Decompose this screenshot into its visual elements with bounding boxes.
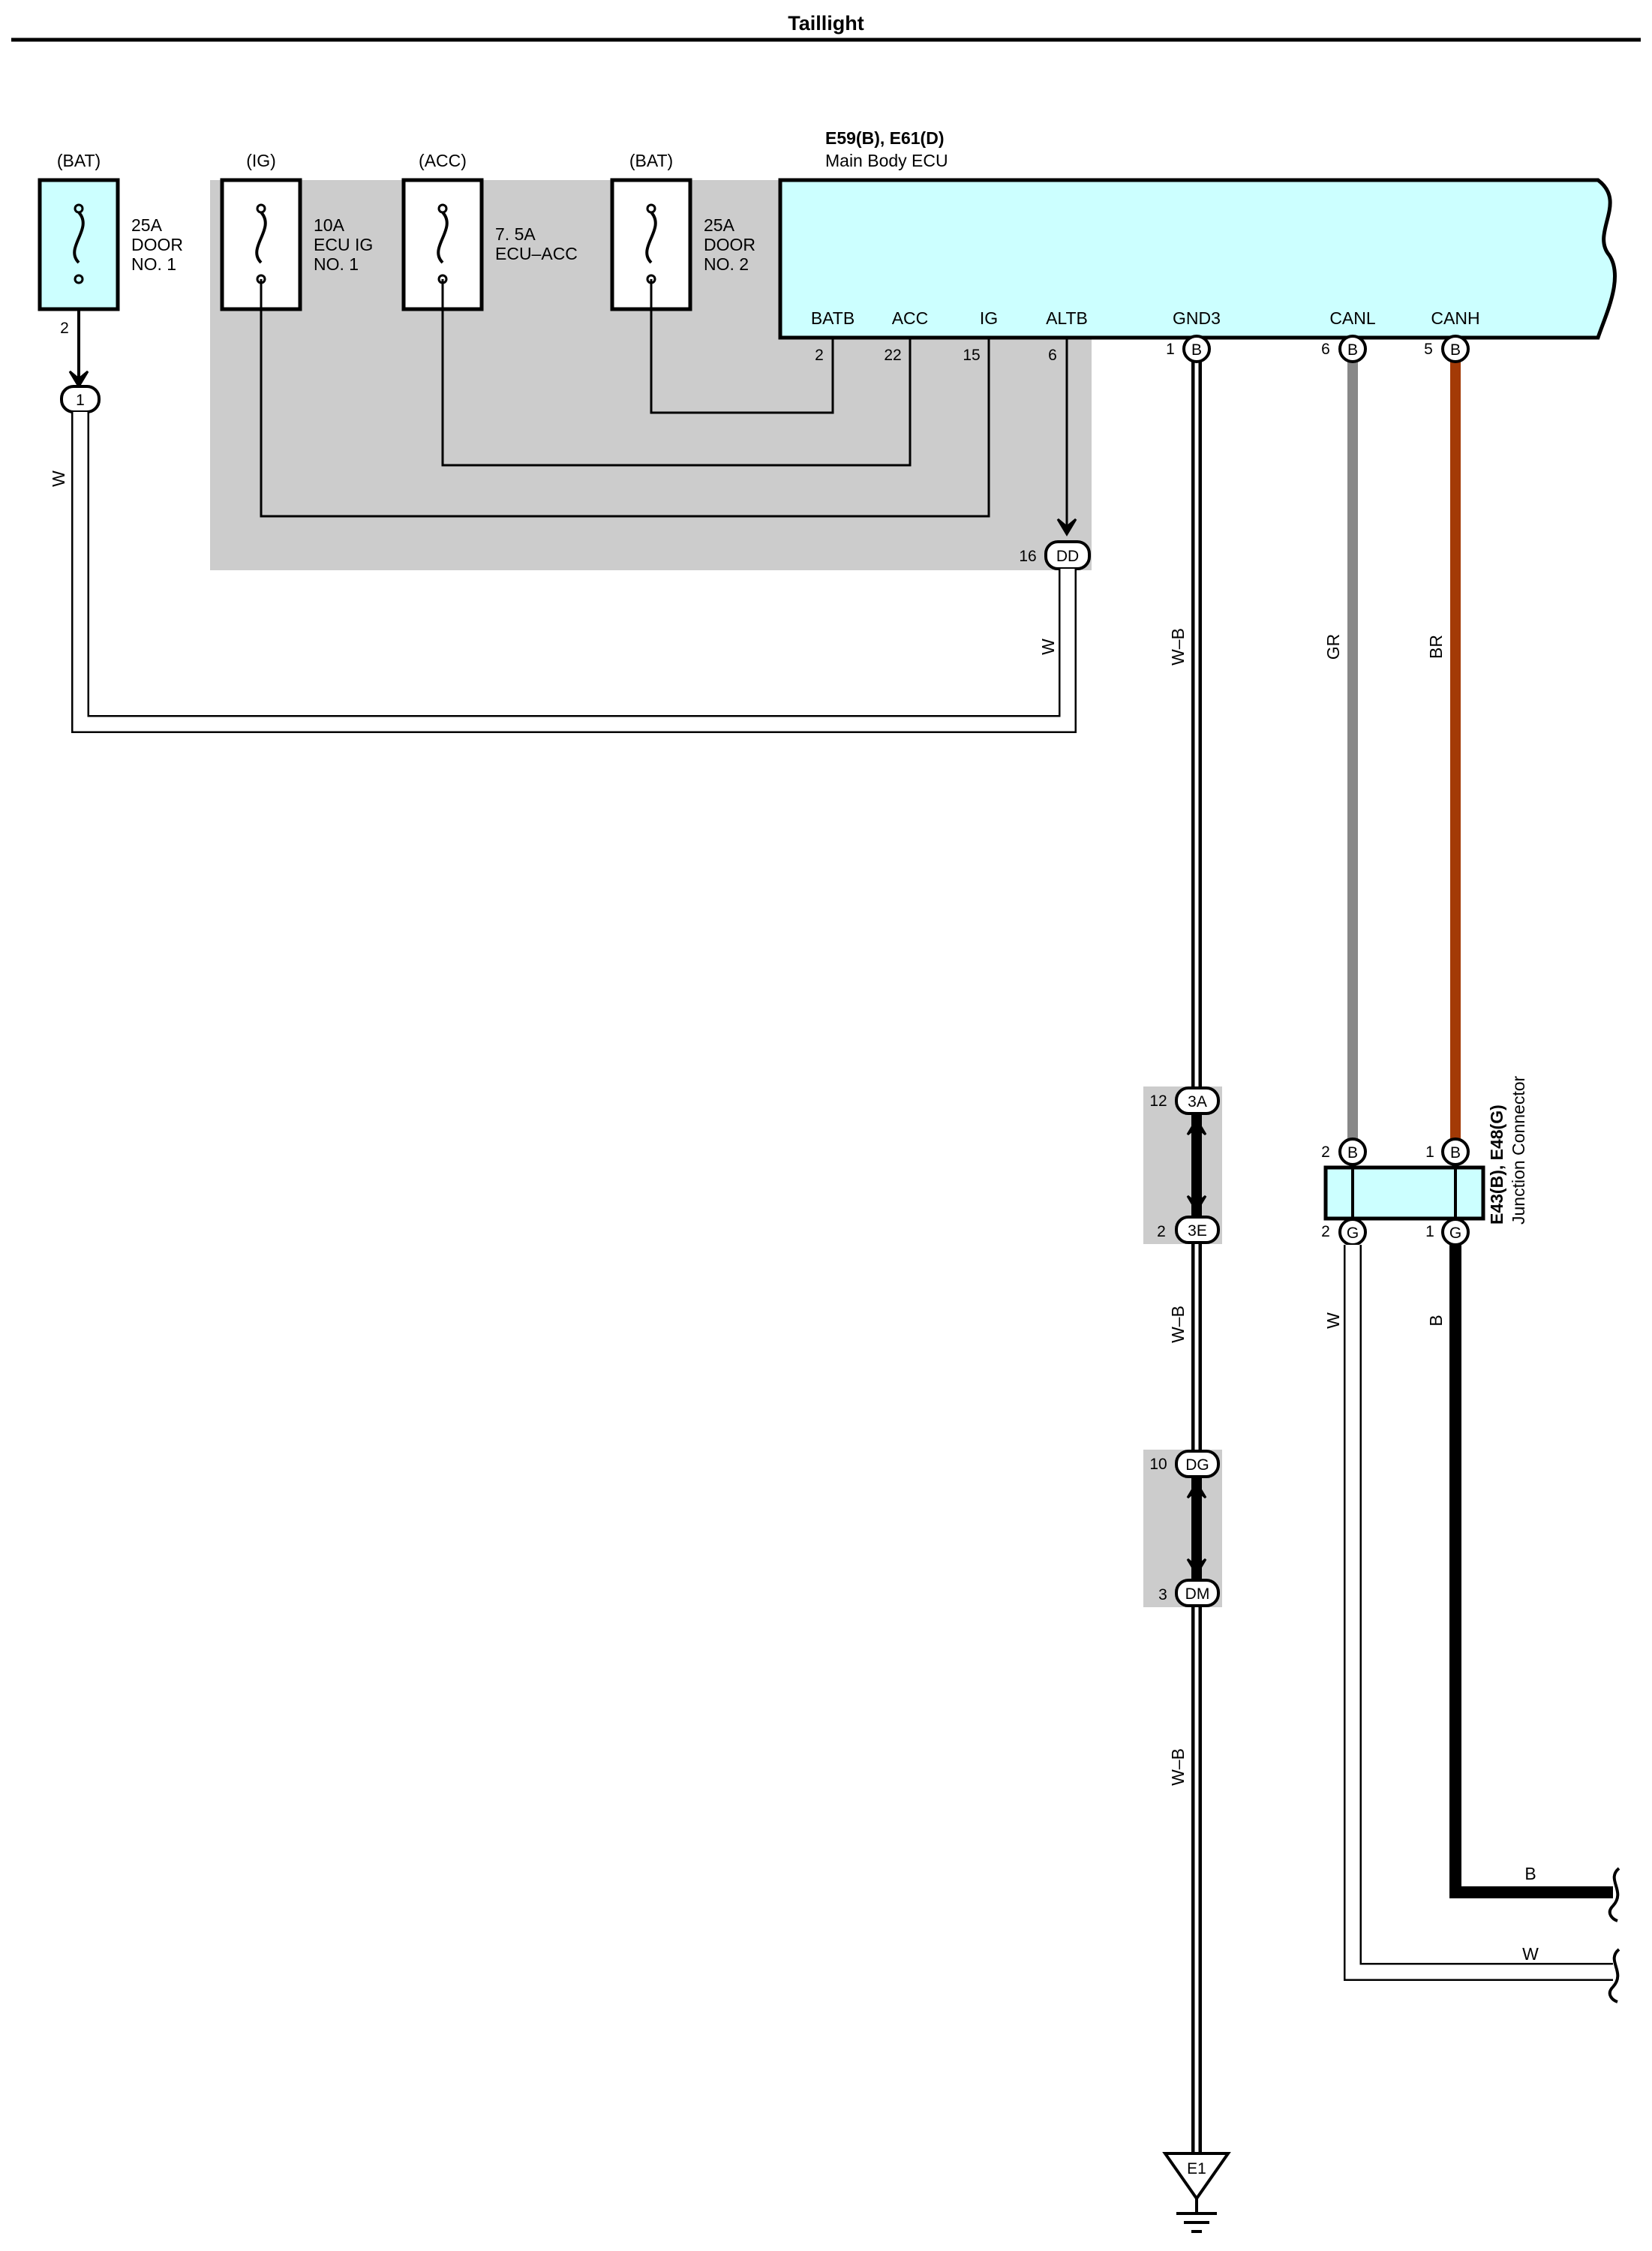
junction-pin-bot-left: 2 xyxy=(1321,1223,1330,1240)
svg-text:B: B xyxy=(1191,341,1202,359)
wire-label-wb1: W–B xyxy=(1168,628,1188,666)
connector-3a: 12 3A xyxy=(1149,1086,1220,1115)
fuse-name-2: NO. 1 xyxy=(131,254,176,274)
connector-pin: 16 xyxy=(1019,548,1036,565)
connector-pin: 12 xyxy=(1149,1092,1167,1110)
ecu-terminal-canl: CANL xyxy=(1329,308,1376,328)
fuse-rating: 10A xyxy=(314,215,345,235)
ecu-terminal-altb: ALTB xyxy=(1046,308,1088,328)
svg-text:B: B xyxy=(1347,341,1358,359)
connector-3a-3e-link xyxy=(1186,1113,1207,1217)
junction-pin-top-left: 2 xyxy=(1321,1144,1330,1161)
ecu-terminal-batb: BATB xyxy=(811,308,855,328)
wire-w-loop xyxy=(73,412,1075,732)
svg-text:B: B xyxy=(1450,341,1461,359)
ecu-terminal-gnd3: GND3 xyxy=(1173,308,1221,328)
wire-label-w3: W xyxy=(1323,1312,1343,1329)
ground-e1: E1 xyxy=(1162,2152,1231,2233)
wire-label-wb2: W–B xyxy=(1168,1306,1188,1343)
fuse-name: DOOR xyxy=(704,235,755,254)
splice-connector: 1 xyxy=(60,385,101,413)
connector-pin: 2 xyxy=(1157,1223,1166,1240)
arrow-altb xyxy=(1056,518,1077,536)
ecu-pin-b-canl: B xyxy=(1338,335,1367,363)
ecu-pin-b-canh: B xyxy=(1441,335,1470,363)
wire-label-w1: W xyxy=(49,470,68,487)
wire-label-w2: W xyxy=(1038,639,1058,655)
ecu-name: Main Body ECU xyxy=(825,151,948,170)
wire-label-gr: GR xyxy=(1323,634,1343,660)
fuse-name: DOOR xyxy=(131,235,183,254)
wire-w-right-outline xyxy=(1344,1245,1613,1981)
connector-dm: 3 DM xyxy=(1158,1579,1220,1607)
diagram-title: Taillight xyxy=(788,12,864,35)
fuse-pin: 2 xyxy=(60,320,69,337)
wire-w-right xyxy=(1345,1245,1613,1979)
connector-dd: 16 DD xyxy=(1019,540,1091,570)
ecu-pin-altb: 6 xyxy=(1048,347,1057,364)
junction-connector: 2 B 1 B 2 G 1 G E43(B), E48(G) Junction … xyxy=(1321,1075,1528,1246)
junction-connector-label: E43(B), E48(G) xyxy=(1487,1104,1506,1225)
fuse-rating: 25A xyxy=(704,215,735,235)
fuse-source: (BAT) xyxy=(629,151,673,170)
svg-text:B: B xyxy=(1347,1144,1358,1162)
ecu-terminal-canh: CANH xyxy=(1431,308,1479,328)
ecu-pin-batb: 2 xyxy=(815,347,824,364)
main-body-ecu: E59(B), E61(D) Main Body ECU BATB ACC IG… xyxy=(778,128,1617,364)
ecu-terminal-ig: IG xyxy=(980,308,998,328)
connector-pin: 3 xyxy=(1158,1586,1167,1603)
fuse-name-2: NO. 2 xyxy=(704,254,749,274)
wire-label-w-out: W xyxy=(1522,1944,1539,1964)
fuse-source: (BAT) xyxy=(57,151,101,170)
connector-id: 3E xyxy=(1188,1222,1207,1240)
ecu-pin-canh: 5 xyxy=(1424,341,1433,358)
ecu-pin-gnd3: 1 xyxy=(1166,341,1175,358)
fuse-rating: 25A xyxy=(131,215,163,235)
connector-pin: 10 xyxy=(1149,1456,1167,1473)
connector-id: 3A xyxy=(1188,1093,1207,1110)
connector-id: DD xyxy=(1056,548,1079,565)
svg-text:G: G xyxy=(1347,1225,1359,1242)
ecu-connector-label: E59(B), E61(D) xyxy=(825,128,944,148)
fuse-name: ECU–ACC xyxy=(495,244,578,263)
fuse-source: (ACC) xyxy=(419,151,467,170)
wire-label-br: BR xyxy=(1426,635,1446,659)
fuse-rating: 7. 5A xyxy=(495,224,536,244)
junction-pin-bot-right: 1 xyxy=(1425,1223,1434,1240)
fuse-source: (IG) xyxy=(246,151,276,170)
junction-internal-wiring xyxy=(260,279,1068,525)
break-mark-b xyxy=(1608,1867,1620,1922)
fuse-door-no1: (BAT) 25A DOOR NO. 1 2 xyxy=(38,151,183,337)
connector-dg-dm-link xyxy=(1186,1477,1207,1580)
arrow-splice xyxy=(68,370,89,389)
wire-label-b-out: B xyxy=(1524,1864,1536,1883)
ecu-pin-b-gnd3: B xyxy=(1182,335,1211,363)
fuse-name-2: NO. 1 xyxy=(314,254,359,274)
ecu-pin-canl: 6 xyxy=(1321,341,1330,358)
wire-label-b1: B xyxy=(1426,1315,1446,1326)
connector-3e: 2 3E xyxy=(1157,1216,1220,1244)
junction-connector-name: Junction Connector xyxy=(1509,1075,1528,1225)
ecu-pin-ig: 15 xyxy=(963,347,980,364)
fuse-name: ECU IG xyxy=(314,235,373,254)
wire-b xyxy=(1449,1245,1613,1898)
ecu-pin-acc: 22 xyxy=(884,347,901,364)
connector-id: DM xyxy=(1185,1585,1210,1603)
wire-label-wb3: W–B xyxy=(1168,1748,1188,1786)
junction-pin-top-right: 1 xyxy=(1425,1144,1434,1161)
connector-dg: 10 DG xyxy=(1149,1450,1220,1478)
connector-id: DG xyxy=(1185,1456,1209,1474)
svg-text:B: B xyxy=(1450,1144,1461,1162)
svg-text:1: 1 xyxy=(76,392,85,409)
break-mark-w xyxy=(1608,1948,1620,2003)
svg-text:G: G xyxy=(1449,1225,1461,1242)
ecu-terminal-acc: ACC xyxy=(892,308,929,328)
svg-text:E1: E1 xyxy=(1187,2160,1206,2177)
